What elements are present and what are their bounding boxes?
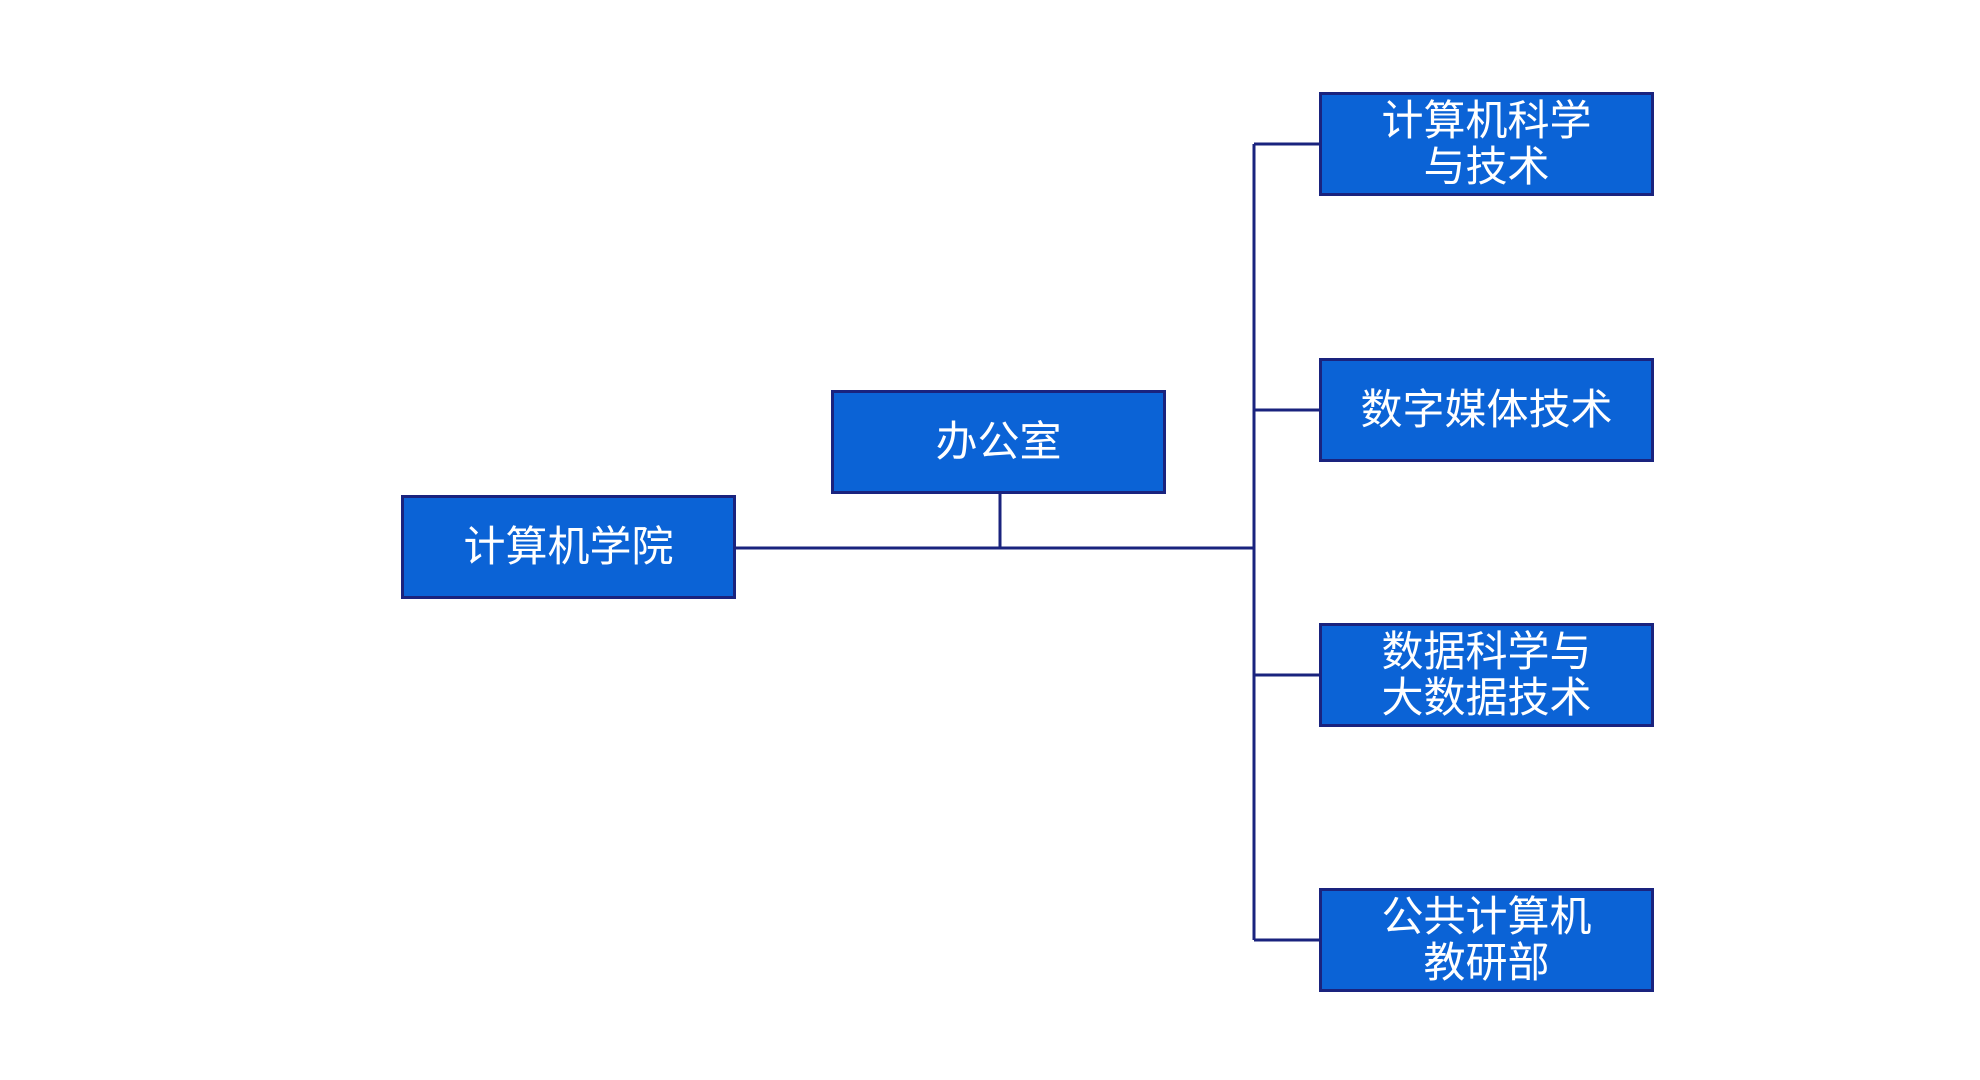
node-dept-public-computer-teaching[interactable]: 公共计算机 教研部 [1319, 888, 1654, 992]
node-label: 数字媒体技术 [1360, 385, 1613, 434]
node-label: 公共计算机 教研部 [1381, 892, 1592, 987]
node-label: 数据科学与 大数据技术 [1381, 627, 1592, 722]
node-office[interactable]: 办公室 [831, 390, 1166, 494]
node-label: 计算机科学 与技术 [1381, 96, 1592, 191]
node-dept-computer-science[interactable]: 计算机科学 与技术 [1319, 92, 1654, 196]
node-label: 计算机学院 [463, 522, 674, 571]
node-computer-college[interactable]: 计算机学院 [401, 495, 736, 599]
node-dept-data-science[interactable]: 数据科学与 大数据技术 [1319, 623, 1654, 727]
node-label: 办公室 [935, 417, 1062, 466]
node-dept-digital-media[interactable]: 数字媒体技术 [1319, 358, 1654, 462]
